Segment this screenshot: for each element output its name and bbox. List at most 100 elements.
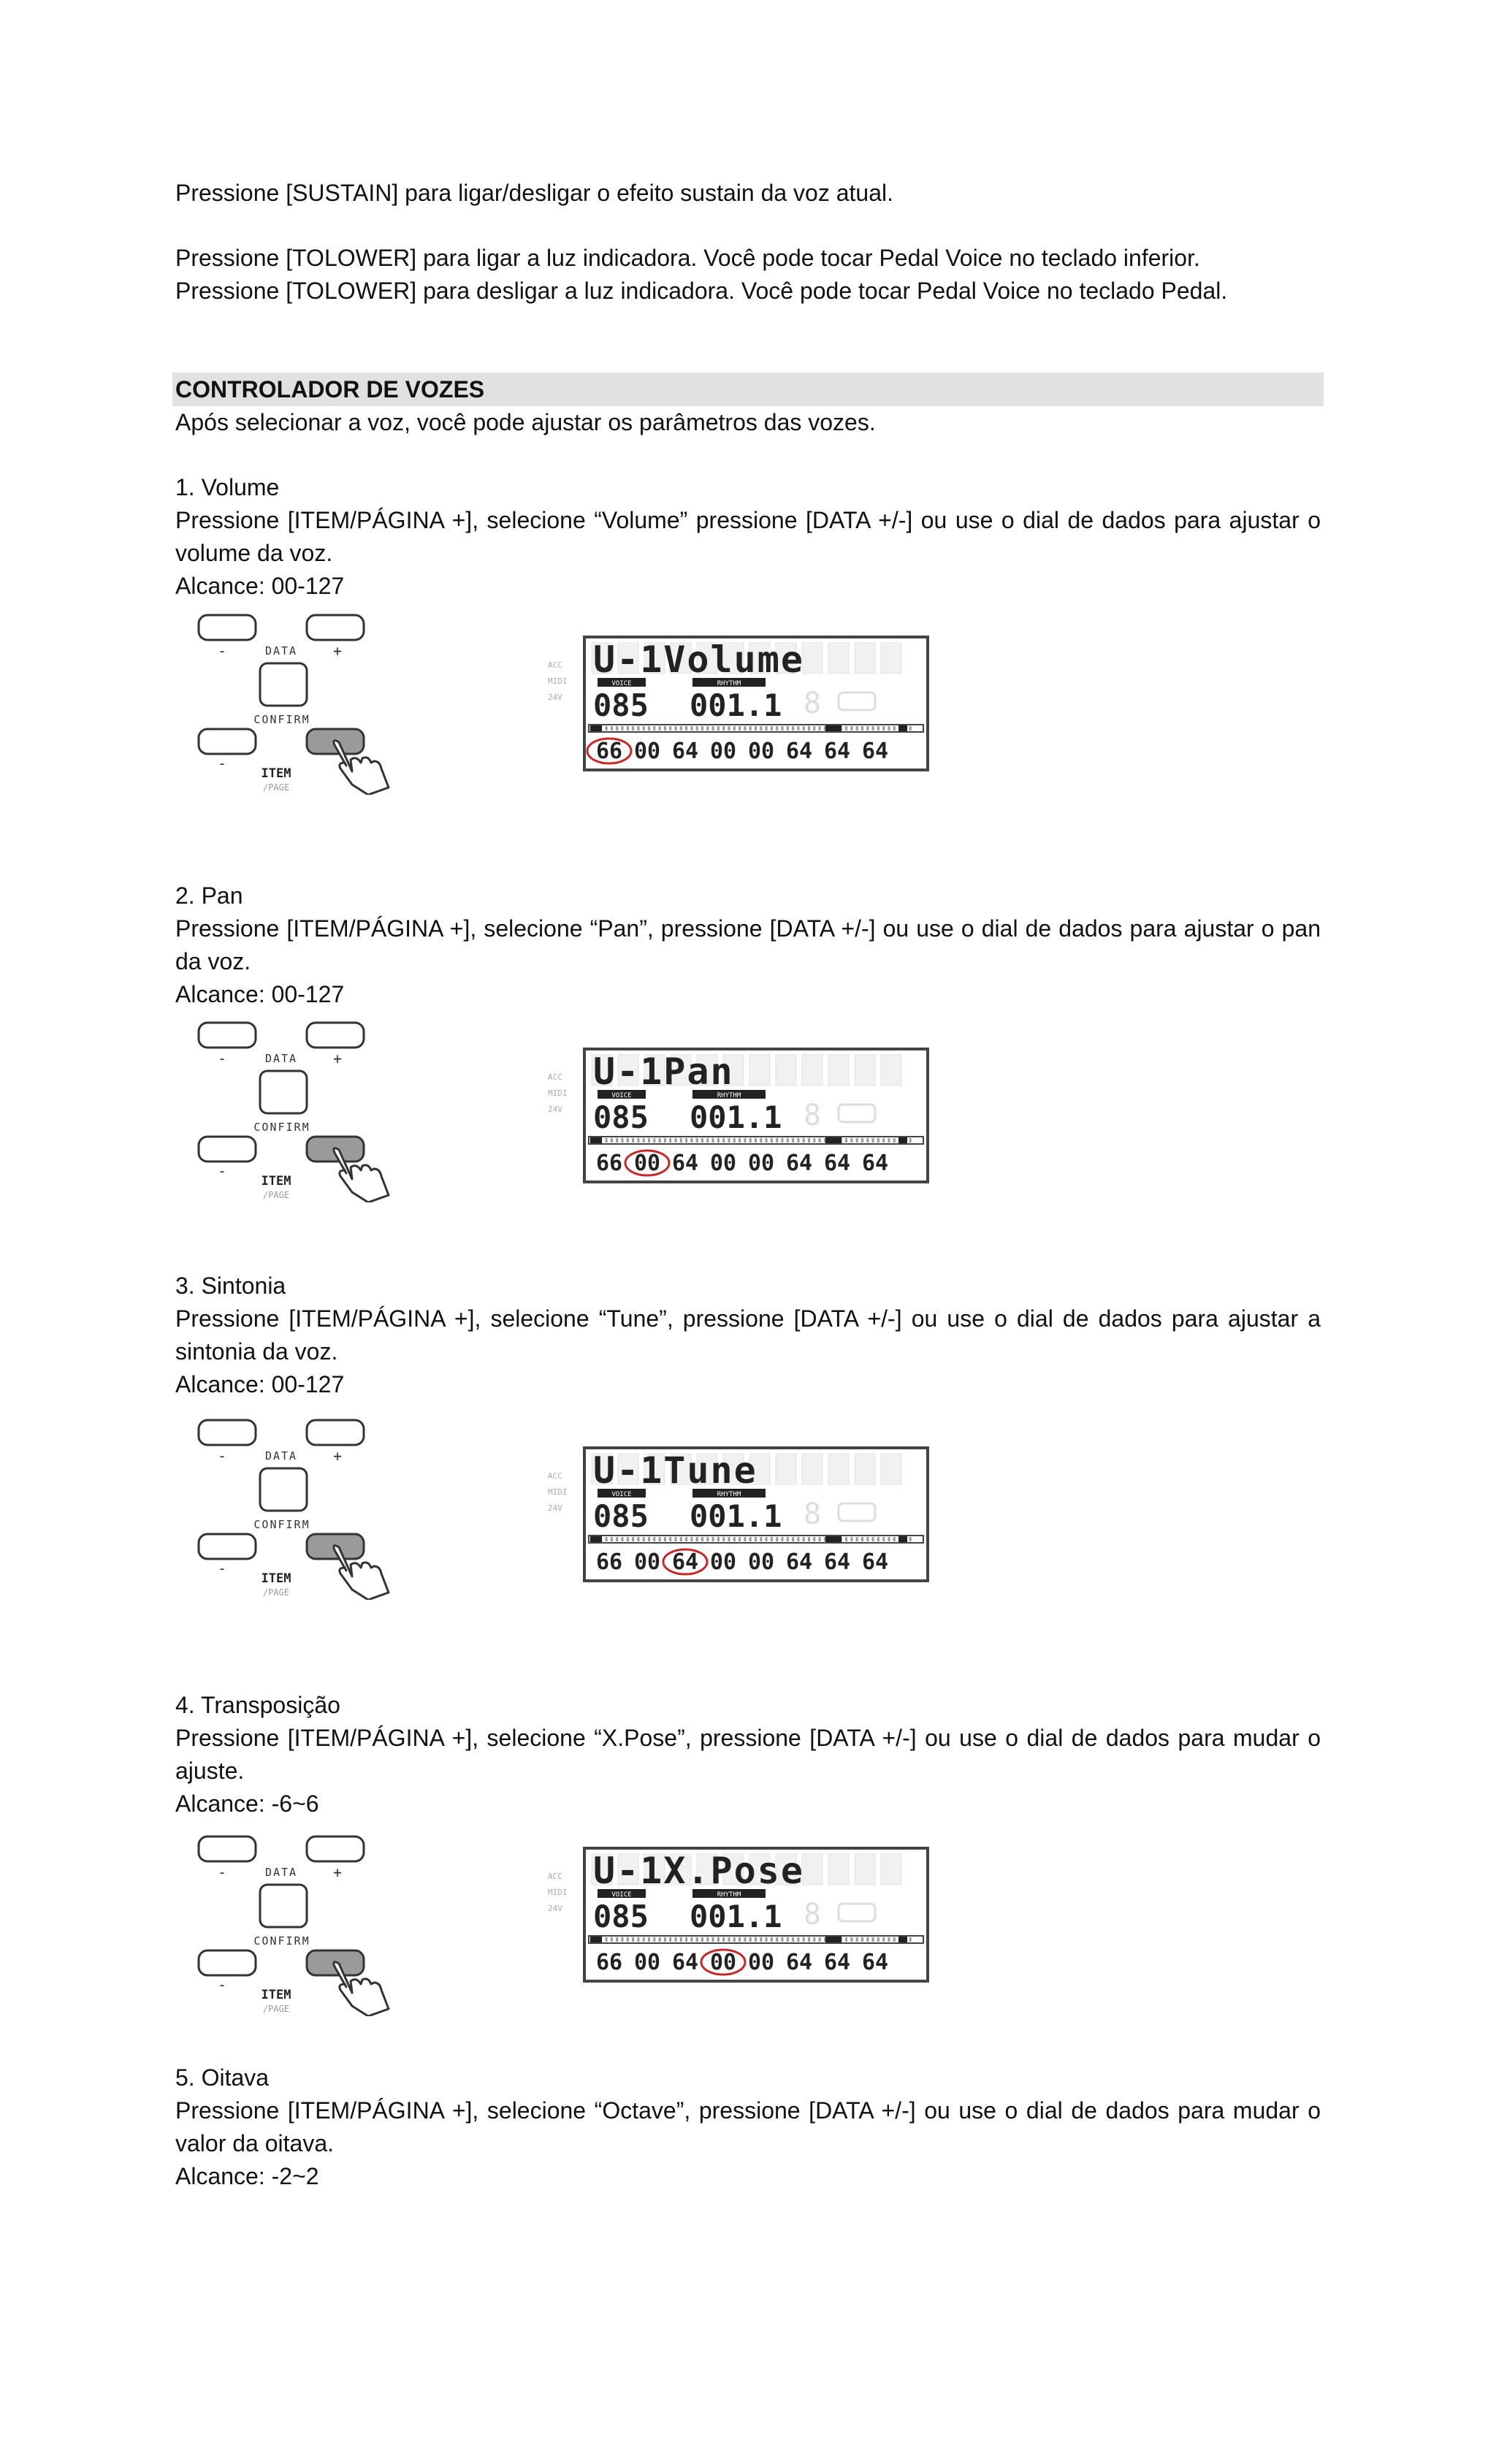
lcd-voice-tag-text: VOICE bbox=[611, 1092, 631, 1099]
lcd-param-value: 64 bbox=[862, 1549, 888, 1575]
confirm-label: CONFIRM bbox=[253, 1518, 310, 1531]
item-body: Pressione [ITEM/PÁGINA +], selecione “X.… bbox=[175, 1725, 1321, 1784]
lcd-side-label: MIDI bbox=[548, 676, 568, 686]
lcd-voice-tag-text: VOICE bbox=[611, 680, 631, 687]
item-minus-button bbox=[197, 1949, 257, 1977]
lcd-measure: 001.1 bbox=[690, 1498, 782, 1534]
button-panel-figure: - + DATA CONFIRM - ITEM /PAGE bbox=[196, 1020, 393, 1206]
lcd-param-value: 00 bbox=[634, 1549, 660, 1575]
lcd-param-value: 00 bbox=[748, 1950, 774, 1975]
lcd-rhythm-tag-text: RHYTHM bbox=[717, 1491, 741, 1498]
lcd-separator bbox=[588, 1136, 924, 1145]
lcd-voice-tag-text: VOICE bbox=[611, 1891, 631, 1899]
data-label: DATA bbox=[265, 1052, 297, 1065]
item-heading: 2. Pan bbox=[175, 882, 243, 909]
data-plus-label: + bbox=[333, 1864, 342, 1881]
lcd-voice-tag bbox=[598, 1489, 646, 1498]
item-body: Pressione [ITEM/PÁGINA +], selecione “Vo… bbox=[175, 507, 1321, 566]
item-label: ITEM bbox=[262, 1174, 291, 1189]
confirm-button bbox=[259, 662, 308, 707]
item-range: Alcance: 00-127 bbox=[175, 1371, 345, 1397]
lcd-side-label: MIDI bbox=[548, 1088, 568, 1098]
lcd-side-label: ACC bbox=[548, 660, 562, 670]
data-label: DATA bbox=[265, 1449, 297, 1462]
lcd-param-value: 64 bbox=[786, 1549, 812, 1575]
data-plus-button bbox=[305, 1419, 365, 1446]
lcd-param-value: 64 bbox=[862, 739, 888, 764]
lcd-side-label: MIDI bbox=[548, 1888, 568, 1897]
lcd-side-label: ACC bbox=[548, 1872, 562, 1881]
lcd-param-value: 00 bbox=[710, 739, 736, 764]
lcd-voice-name: U-1Tune bbox=[593, 1449, 757, 1492]
item-heading: 3. Sintonia bbox=[175, 1273, 286, 1299]
lcd-rhythm-tag bbox=[692, 1090, 766, 1099]
data-label: DATA bbox=[265, 1866, 297, 1879]
item-range: Alcance: 00-127 bbox=[175, 981, 345, 1007]
lcd-rhythm-tag-text: RHYTHM bbox=[717, 1891, 741, 1899]
item-label: ITEM bbox=[262, 766, 291, 781]
item-heading: 4. Transposição bbox=[175, 1692, 340, 1718]
lcd-param-value: 64 bbox=[786, 1151, 812, 1176]
lcd-param-value: 00 bbox=[710, 1950, 736, 1975]
confirm-button bbox=[259, 1069, 308, 1115]
lcd-param-value: 64 bbox=[672, 739, 698, 764]
page-label: /PAGE bbox=[263, 2004, 289, 2014]
lcd-side-label: 24V bbox=[548, 1503, 562, 1513]
item-body: Pressione [ITEM/PÁGINA +], selecione “Oc… bbox=[175, 2097, 1321, 2156]
lcd-side-label: 24V bbox=[548, 693, 562, 702]
lcd-faded-digit: 8 bbox=[804, 1099, 821, 1132]
lcd-param-value: 66 bbox=[596, 1950, 622, 1975]
lcd-selected-param-highlight bbox=[624, 1149, 671, 1177]
page-label: /PAGE bbox=[263, 1190, 289, 1200]
pointing-hand-icon bbox=[332, 739, 390, 796]
data-minus-button bbox=[197, 1835, 257, 1863]
lcd-param-value: 64 bbox=[862, 1950, 888, 1975]
item-minus-label: - bbox=[218, 755, 226, 772]
lcd-param-value: 00 bbox=[634, 739, 660, 764]
intro-sustain-text: Pressione [SUSTAIN] para ligar/desligar … bbox=[175, 180, 894, 206]
lcd-measure: 001.1 bbox=[690, 687, 782, 723]
lcd-param-value: 00 bbox=[748, 1549, 774, 1575]
lcd-separator bbox=[588, 724, 924, 733]
confirm-button bbox=[259, 1883, 308, 1929]
lcd-voice-tag-text: VOICE bbox=[611, 1491, 631, 1498]
lcd-voice-name: U-1Volume bbox=[593, 638, 804, 681]
button-panel-figure: - + DATA CONFIRM - ITEM /PAGE bbox=[196, 1417, 393, 1603]
lcd-faded-indicator bbox=[837, 691, 877, 712]
item-body: Pressione [ITEM/PÁGINA +], selecione “Tu… bbox=[175, 1305, 1321, 1365]
lcd-param-value: 00 bbox=[634, 1950, 660, 1975]
lcd-param-value: 00 bbox=[710, 1151, 736, 1176]
lcd-rhythm-tag bbox=[692, 678, 766, 687]
lcd-faded-digit: 8 bbox=[804, 1898, 821, 1931]
lcd-param-value: 64 bbox=[824, 739, 850, 764]
lcd-rhythm-tag-text: RHYTHM bbox=[717, 1092, 741, 1099]
item-minus-label: - bbox=[218, 1560, 226, 1577]
data-plus-button bbox=[305, 1021, 365, 1049]
lcd-voice-name: U-1X.Pose bbox=[593, 1850, 804, 1892]
lcd-side-label: MIDI bbox=[548, 1487, 568, 1497]
intro-tolower-off-text: Pressione [TOLOWER] para desligar a luz … bbox=[175, 278, 1228, 304]
data-plus-label: + bbox=[333, 642, 342, 660]
section-lead: Após selecionar a voz, você pode ajustar… bbox=[175, 409, 876, 435]
lcd-param-value: 00 bbox=[710, 1549, 736, 1575]
lcd-faded-indicator bbox=[837, 1502, 877, 1522]
lcd-param-value: 64 bbox=[862, 1151, 888, 1176]
lcd-voice-number: 085 bbox=[593, 687, 649, 723]
item-minus-button bbox=[197, 1135, 257, 1163]
item-minus-button bbox=[197, 728, 257, 755]
data-minus-label: - bbox=[218, 642, 226, 660]
pointing-hand-icon bbox=[332, 1147, 390, 1204]
lcd-voice-number: 085 bbox=[593, 1498, 649, 1534]
section-header-bar bbox=[172, 373, 1324, 406]
lcd-rhythm-tag bbox=[692, 1489, 766, 1498]
item-minus-label: - bbox=[218, 1162, 226, 1180]
lcd-separator bbox=[588, 1935, 924, 1944]
lcd-param-value: 64 bbox=[824, 1151, 850, 1176]
lcd-voice-number: 085 bbox=[593, 1899, 649, 1934]
lcd-side-label: 24V bbox=[548, 1105, 562, 1114]
lcd-faded-digit: 8 bbox=[804, 687, 821, 720]
item-label: ITEM bbox=[262, 1571, 291, 1586]
